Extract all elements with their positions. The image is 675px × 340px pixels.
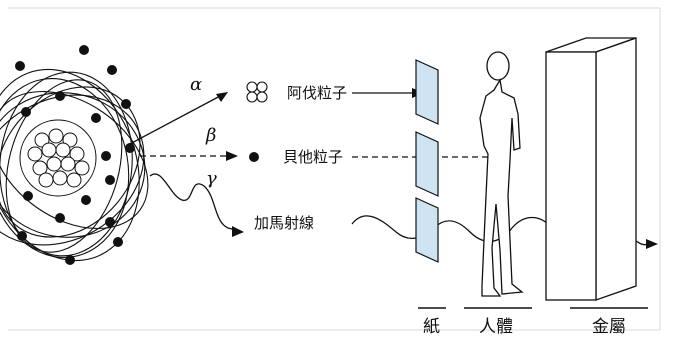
- alpha-label: 阿伐粒子: [287, 84, 347, 102]
- human-body-label: 人體: [479, 317, 513, 337]
- gamma-label: 加馬射線: [254, 214, 314, 232]
- alpha-ray: α 阿伐粒子: [125, 74, 424, 147]
- paper-barrier: [415, 59, 439, 263]
- human-body-figure: [479, 51, 524, 297]
- alpha-particle-icon: [246, 81, 268, 103]
- beta-label: 貝他粒子: [283, 148, 343, 166]
- metal-label: 金屬: [592, 317, 626, 337]
- nucleus: [19, 119, 97, 197]
- electrons: [15, 45, 135, 265]
- beta-particle-icon: [249, 152, 259, 162]
- alpha-symbol: α: [190, 74, 202, 95]
- beta-ray: β 貝他粒子: [140, 125, 504, 166]
- atom-source: [0, 45, 149, 265]
- metal-block: [545, 37, 637, 301]
- paper-label: 紙: [423, 317, 440, 337]
- beta-symbol: β: [205, 125, 216, 146]
- gamma-symbol: γ: [206, 168, 217, 189]
